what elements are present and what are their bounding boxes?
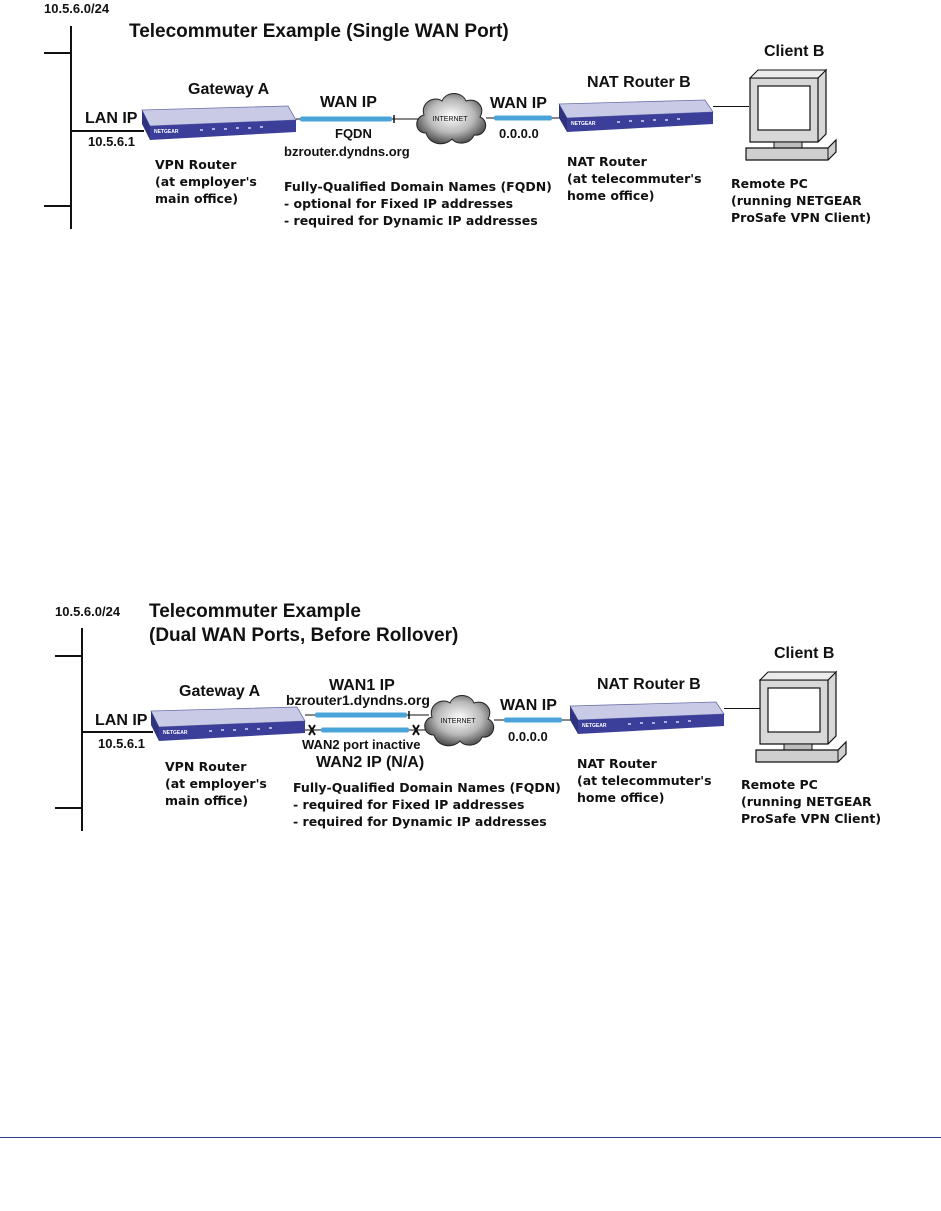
gateway-label: Gateway A: [179, 683, 261, 700]
lan-ip-value: 10.5.6.1: [98, 736, 145, 751]
wan1-domain: bzrouter1.dyndns.org: [286, 692, 430, 708]
nat-desc-2: (at telecommuter's: [577, 773, 712, 788]
lan-bus-line: [81, 628, 83, 831]
wan-link-right: [486, 115, 560, 121]
wan-ip-right-value: 0.0.0.0: [508, 729, 548, 744]
gateway-desc-3: main office): [155, 191, 239, 206]
fqdn-note-1: Fully-Qualified Domain Names (FQDN): [293, 780, 561, 795]
nat-desc-2: (at telecommuter's: [567, 171, 702, 186]
wan-domain: bzrouter.dyndns.org: [284, 144, 410, 159]
lan-tick-bottom: [55, 807, 83, 809]
wan-link-left: [296, 115, 420, 123]
wan-ip-right-label: WAN IP: [500, 697, 557, 714]
internet-cloud-icon: INTERNET: [416, 93, 487, 145]
gateway-label: Gateway A: [188, 81, 270, 98]
client-desc-1: Remote PC: [741, 777, 818, 792]
lan-link-line: [81, 731, 153, 733]
cloud-label: INTERNET: [441, 718, 477, 725]
nat-router-icon: NETGEAR: [569, 701, 725, 734]
wan-ip-right-value: 0.0.0.0: [499, 126, 539, 141]
diagram-title: Telecommuter Example: [149, 601, 361, 622]
lan-ip-value: 10.5.6.1: [88, 134, 135, 149]
wan-ip-left-label: WAN IP: [320, 94, 377, 111]
internet-cloud-icon: INTERNET: [424, 695, 495, 747]
gateway-router-icon: NETGEAR: [141, 105, 297, 140]
subnet-label: 10.5.6.0/24: [44, 1, 110, 16]
diagram-dual-wan: 10.5.6.0/24 Telecommuter Example (Dual W…: [0, 595, 941, 855]
router-brand: NETGEAR: [571, 121, 596, 127]
client-desc-3: ProSafe VPN Client): [731, 210, 872, 225]
wan-ip-right-label: WAN IP: [490, 95, 547, 112]
cloud-label: INTERNET: [433, 116, 469, 123]
wan1-link: [305, 711, 429, 719]
footer-rule: [0, 1137, 941, 1138]
gateway-desc-2: (at employer's: [165, 776, 267, 791]
client-desc-3: ProSafe VPN Client): [741, 811, 882, 826]
remote-pc-icon: [745, 68, 837, 161]
wan1-ip-label: WAN1 IP: [329, 677, 395, 694]
fqdn-note-2: - optional for Fixed IP addresses: [284, 196, 514, 211]
client-label: Client B: [764, 43, 825, 60]
nat-pc-link: [713, 106, 749, 107]
subnet-label: 10.5.6.0/24: [55, 604, 121, 619]
router-brand: NETGEAR: [582, 723, 607, 729]
lan-link-line: [70, 130, 144, 132]
lan-tick-bottom: [44, 205, 72, 207]
nat-router-icon: NETGEAR: [558, 99, 714, 132]
fqdn-note-2: - required for Fixed IP addresses: [293, 797, 525, 812]
gateway-router-icon: NETGEAR: [150, 706, 306, 741]
fqdn-note-3: - required for Dynamic IP addresses: [284, 213, 538, 228]
remote-pc-icon: [755, 670, 847, 763]
diagram-single-wan: 10.5.6.0/24 Telecommuter Example (Single…: [0, 0, 941, 260]
lan-bus-line: [70, 26, 72, 229]
client-label: Client B: [774, 645, 835, 662]
gateway-desc-1: VPN Router: [155, 157, 237, 172]
nat-router-label: NAT Router B: [587, 74, 691, 91]
wan2-ip-label: WAN2 IP (N/A): [316, 754, 425, 771]
wan2-link-inactive: [305, 724, 429, 736]
lan-ip-label: LAN IP: [85, 110, 138, 127]
nat-desc-1: NAT Router: [577, 756, 657, 771]
diagram-title: Telecommuter Example (Single WAN Port): [129, 21, 509, 42]
fqdn-note-3: - required for Dynamic IP addresses: [293, 814, 547, 829]
wan-link-right: [494, 717, 572, 723]
router-brand: NETGEAR: [163, 730, 188, 736]
nat-desc-1: NAT Router: [567, 154, 647, 169]
fqdn-note-1: Fully-Qualified Domain Names (FQDN): [284, 179, 552, 194]
nat-desc-3: home office): [577, 790, 665, 805]
diagram-subtitle: (Dual WAN Ports, Before Rollover): [149, 625, 459, 646]
nat-desc-3: home office): [567, 188, 655, 203]
wan2-inactive-label: WAN2 port inactive: [302, 737, 421, 752]
lan-tick-top: [44, 52, 72, 54]
gateway-desc-1: VPN Router: [165, 759, 247, 774]
lan-ip-label: LAN IP: [95, 712, 148, 729]
lan-tick-top: [55, 655, 83, 657]
nat-router-label: NAT Router B: [597, 676, 701, 693]
client-desc-2: (running NETGEAR: [731, 193, 862, 208]
nat-pc-link: [724, 708, 760, 709]
router-brand: NETGEAR: [154, 129, 179, 135]
client-desc-1: Remote PC: [731, 176, 808, 191]
client-desc-2: (running NETGEAR: [741, 794, 872, 809]
gateway-desc-3: main office): [165, 793, 249, 808]
fqdn-label: FQDN: [335, 126, 372, 141]
gateway-desc-2: (at employer's: [155, 174, 257, 189]
